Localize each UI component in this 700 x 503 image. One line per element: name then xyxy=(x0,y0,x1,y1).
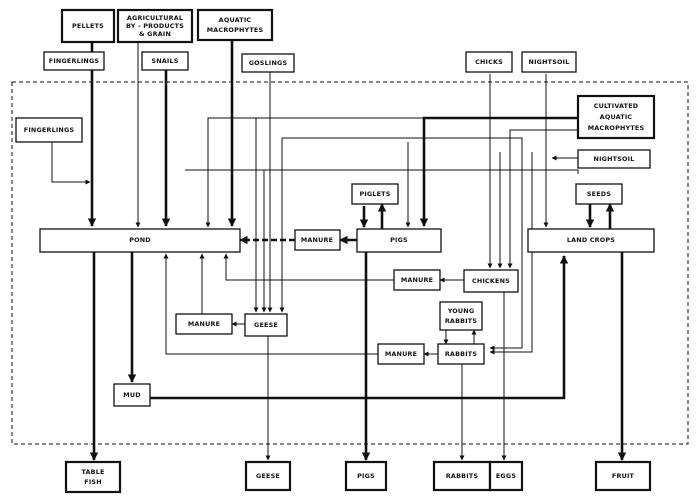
agri-label-1: AGRICULTURAL xyxy=(127,14,183,22)
young-rabbits-label-2: RABBITS xyxy=(445,317,478,325)
mud-box: MUD xyxy=(113,383,151,407)
manure-rabbits-box: MANURE xyxy=(377,343,425,365)
table-fish-output-box: TABLE FISH xyxy=(64,460,122,494)
cultivated-label-2: AQUATIC xyxy=(600,113,633,121)
aquatic-macrophytes-box: AQUATIC MACROPHYTES xyxy=(196,8,274,42)
land-crops-box: LAND CROPS xyxy=(527,228,655,253)
seeds-box: SEEDS xyxy=(575,183,623,205)
aquatic-label-1: AQUATIC xyxy=(219,16,252,24)
piglets-box: PIGLETS xyxy=(351,183,399,205)
fingerlings-top-label: FINGERLINGS xyxy=(49,57,100,65)
aquatic-label-2: MACROPHYTES xyxy=(207,26,264,34)
manure-pigs-label: MANURE xyxy=(301,236,333,244)
agricultural-byproducts-box: AGRICULTURAL BY - PRODUCTS & GRAIN xyxy=(116,8,194,44)
geese-output-label: GEESE xyxy=(256,472,280,480)
fingerlings-left-box: FINGERLINGS xyxy=(15,117,83,143)
cultivated-macrophytes-box: CULTIVATED AQUATIC MACROPHYTES xyxy=(576,94,656,140)
table-fish-label-2: FISH xyxy=(84,478,102,486)
geese-box: GEESE xyxy=(244,313,288,337)
manure-geese-box: MANURE xyxy=(175,313,233,335)
snails-label: SNAILS xyxy=(151,57,178,65)
pellets-label: PELLETS xyxy=(72,22,104,30)
nightsoil-top-box: NIGHTSOIL xyxy=(521,51,577,73)
nightsoil-right-label: NIGHTSOIL xyxy=(594,155,635,163)
chickens-label: CHICKENS xyxy=(472,277,510,285)
connectors xyxy=(51,38,627,461)
land-crops-label: LAND CROPS xyxy=(567,236,615,244)
chicks-box: CHICKS xyxy=(465,51,513,73)
chicks-label: CHICKS xyxy=(475,58,503,66)
mud-label: MUD xyxy=(123,391,140,399)
cultivated-label-3: MACROPHYTES xyxy=(588,124,645,132)
rabbits-output-label: RABBITS xyxy=(446,472,479,480)
fruit-output-box: FRUIT xyxy=(594,460,652,492)
manure-rabbits-label: MANURE xyxy=(385,350,417,358)
pigs-output-box: PIGS xyxy=(344,460,388,492)
manure-pigs-box: MANURE xyxy=(294,229,341,251)
geese-label: GEESE xyxy=(254,321,278,329)
nightsoil-right-box: NIGHTSOIL xyxy=(577,149,651,169)
agri-label-3: & GRAIN xyxy=(139,30,171,38)
table-fish-label-1: TABLE xyxy=(81,468,104,476)
rabbits-label: RABBITS xyxy=(445,350,478,358)
fruit-output-label: FRUIT xyxy=(612,472,635,480)
piglets-label: PIGLETS xyxy=(359,190,390,198)
pigs-label: PIGS xyxy=(390,236,408,244)
young-rabbits-box: YOUNG RABBITS xyxy=(439,301,483,331)
cultivated-label-1: CULTIVATED xyxy=(594,102,639,110)
fingerlings-left-label: FINGERLINGS xyxy=(24,126,75,134)
pond-label: POND xyxy=(129,236,151,244)
rabbits-output-box: RABBITS xyxy=(432,460,492,492)
nightsoil-top-label: NIGHTSOIL xyxy=(529,58,570,66)
farm-boundary xyxy=(11,81,689,445)
goslings-box: GOSLINGS xyxy=(241,53,295,73)
pond-box: POND xyxy=(39,228,241,253)
agri-label-2: BY - PRODUCTS xyxy=(126,22,184,30)
manure-chickens-label: MANURE xyxy=(401,276,433,284)
chickens-box: CHICKENS xyxy=(463,269,519,293)
goslings-label: GOSLINGS xyxy=(249,59,288,67)
seeds-label: SEEDS xyxy=(587,190,611,198)
geese-output-box: GEESE xyxy=(244,460,292,492)
pigs-output-label: PIGS xyxy=(357,472,375,480)
rabbits-box: RABBITS xyxy=(437,343,485,365)
snails-box: SNAILS xyxy=(141,51,189,71)
pigs-box: PIGS xyxy=(356,228,442,253)
pellets-box: PELLETS xyxy=(60,8,116,44)
manure-geese-label: MANURE xyxy=(188,320,220,328)
young-rabbits-label-1: YOUNG xyxy=(447,307,475,315)
eggs-output-box: EGGS xyxy=(488,460,524,492)
eggs-output-label: EGGS xyxy=(496,472,516,480)
fingerlings-top-box: FINGERLINGS xyxy=(43,51,105,71)
manure-chickens-box: MANURE xyxy=(393,269,441,291)
